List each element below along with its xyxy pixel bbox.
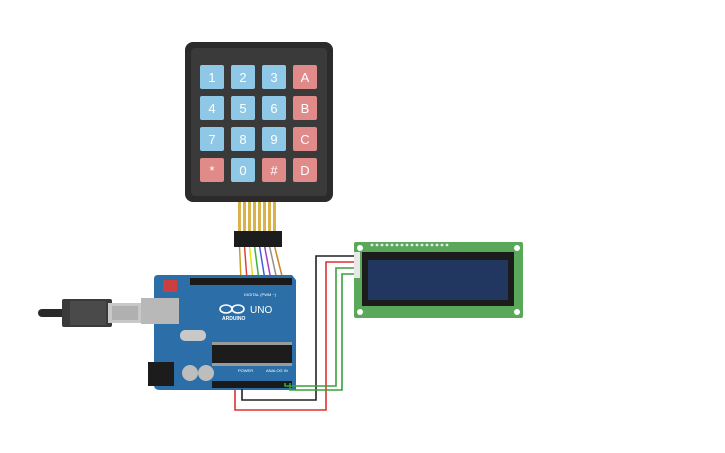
keypad-keys: 1 2 3 A 4 5 6 B 7 8 9 C * 0 # D [200,65,317,182]
keypad-key-label: 9 [270,132,277,147]
keypad-key[interactable]: 9 [262,127,286,151]
lcd-pin [435,243,439,247]
power-analog-header [212,381,292,388]
lcd-top-pins [370,243,449,247]
analog-label: ANALOG IN [266,368,288,373]
ribbon-wire [258,245,266,281]
lcd-wiring [234,255,356,411]
digital-header-label: DIGITAL (PWM ~) [244,292,277,297]
lcd-pin [425,243,429,247]
ribbon-wire [238,245,242,281]
ribbon-strip [258,202,261,232]
keypad-key-label: A [301,70,310,85]
lcd-pin [375,243,379,247]
lcd-pin [380,243,384,247]
lcd-pin [410,243,414,247]
ribbon-strip [263,202,266,232]
lcd-pin [440,243,444,247]
lcd-pin [445,243,449,247]
ribbon-wire [263,245,272,281]
lcd-display [354,242,523,318]
lcd-screen [368,260,508,300]
keypad-key-label: 8 [239,132,246,147]
ribbon-wire [268,245,278,281]
keypad-ribbon-cable [238,202,284,281]
wire-black [241,255,356,401]
keypad-key-label: 5 [239,101,246,116]
keypad-key-label: 1 [208,70,215,85]
crystal-oscillator [180,330,206,341]
ribbon-strip [273,202,276,232]
ribbon-strip [238,202,241,232]
keypad-key-label: 6 [270,101,277,116]
lcd-pin [405,243,409,247]
lcd-pin [370,243,374,247]
keypad-key[interactable]: 0 [231,158,255,182]
lcd-pin [390,243,394,247]
board-model: UNO [250,305,272,316]
keypad-connector [234,231,282,247]
lcd-pin [420,243,424,247]
keypad: 1 2 3 A 4 5 6 B 7 8 9 C * 0 # D [185,42,333,202]
keypad-key-label: 7 [208,132,215,147]
wire-green-scl [289,273,356,391]
keypad-key[interactable]: 5 [231,96,255,120]
arduino-logo-icon [219,304,245,314]
keypad-key[interactable]: A [293,65,317,89]
keypad-key-label: * [209,163,214,178]
wire-red [234,261,356,411]
ribbon-strip [253,202,256,232]
usb-jack [141,298,179,324]
ribbon-strip [248,202,251,232]
reset-button[interactable] [163,280,177,292]
keypad-key[interactable]: 3 [262,65,286,89]
board-brand: ARDUINO [222,316,245,322]
keypad-key-label: 4 [208,101,215,116]
lcd-pin [430,243,434,247]
i2c-header [354,252,360,278]
keypad-key[interactable]: B [293,96,317,120]
ribbon-wire [243,245,248,281]
keypad-key[interactable]: 2 [231,65,255,89]
keypad-key-label: 3 [270,70,277,85]
keypad-key[interactable]: 7 [200,127,224,151]
lcd-pin [385,243,389,247]
keypad-key-label: 0 [239,163,246,178]
ribbon-strip [243,202,246,232]
lcd-pin [395,243,399,247]
power-label: POWER [238,368,253,373]
ribbon-wire [253,245,260,281]
keypad-key-label: # [270,163,278,178]
digital-header [190,278,292,285]
keypad-key[interactable]: * [200,158,224,182]
ribbon-wire [273,245,284,281]
usb-cable [38,299,142,327]
ribbon-wire [248,245,254,281]
keypad-key-label: B [301,101,310,116]
keypad-key[interactable]: C [293,127,317,151]
lcd-pin [400,243,404,247]
atmega-chip [212,344,292,364]
capacitor [182,365,198,381]
keypad-key[interactable]: 1 [200,65,224,89]
keypad-key[interactable]: 8 [231,127,255,151]
keypad-key[interactable]: 6 [262,96,286,120]
keypad-key[interactable]: 4 [200,96,224,120]
keypad-key-label: D [300,163,309,178]
ribbon-strip [268,202,271,232]
keypad-key-label: C [300,132,309,147]
power-jack [148,362,174,386]
wire-green-sda [284,267,356,387]
keypad-key[interactable]: D [293,158,317,182]
keypad-key[interactable]: # [262,158,286,182]
capacitor [198,365,214,381]
keypad-key-label: 2 [239,70,246,85]
arduino-uno: UNO ARDUINO DIGITAL (PWM ~) POWER ANALOG… [141,275,296,390]
lcd-pin [415,243,419,247]
